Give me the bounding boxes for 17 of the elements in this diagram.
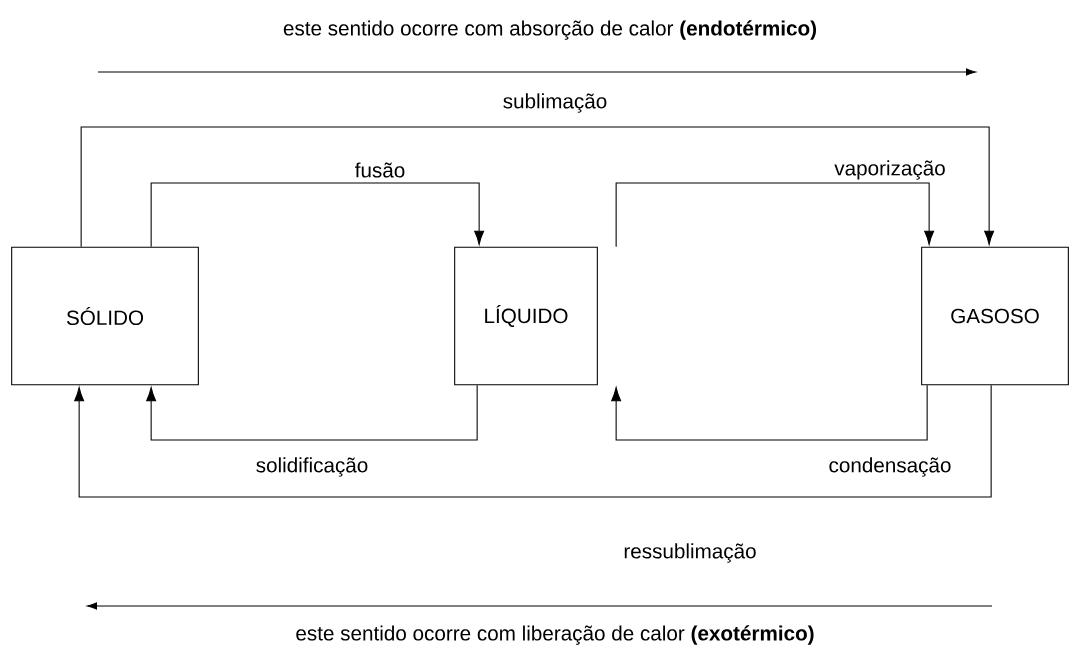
note-text: este sentido ocorre com absorção de calor (endotérmico) (283, 20, 816, 40)
edge-label: condensação (827, 456, 953, 478)
state-box: GASOSO (921, 246, 1069, 386)
edge-label: ressublimação (622, 542, 758, 564)
state-box: LÍQUIDO (454, 246, 598, 386)
arrow (146, 384, 478, 441)
edge-label: sublimação (501, 92, 609, 114)
edge-label: fusão (353, 161, 407, 179)
arrow (74, 384, 992, 498)
edge-label: vaporização (832, 159, 948, 181)
edge-label: solidificação (254, 456, 370, 478)
arrow (150, 182, 485, 248)
arrow (611, 384, 928, 441)
arrow (615, 182, 935, 248)
arrow (80, 126, 995, 248)
state-box: SÓLIDO (11, 246, 199, 386)
note-text: este sentido ocorre com liberação de calor (exotérmico) (296, 625, 814, 645)
